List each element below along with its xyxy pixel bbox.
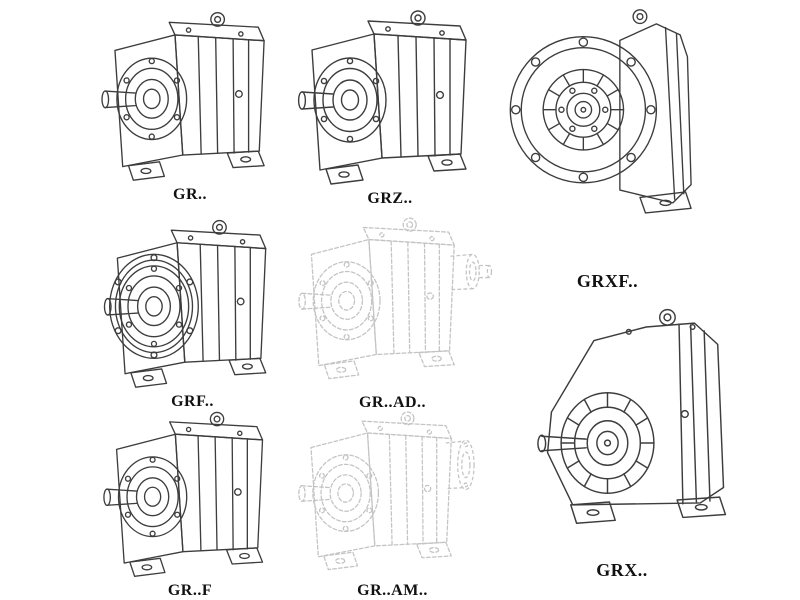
product-label-grxf: GRXF.. (576, 271, 639, 291)
gearbox-drawing-grf (95, 210, 290, 393)
product-gr-am: GR..AM.. (290, 402, 495, 600)
product-label-gr: GR.. (173, 186, 207, 203)
gearbox-drawing-gr-f (93, 402, 288, 582)
product-label-gr-am: GR..AM.. (357, 582, 428, 599)
helical-gearbox-input-adapter-icon (298, 218, 491, 378)
helical-gearbox-flange-front-view-icon (510, 10, 691, 213)
product-gr-ad: GR..AD.. (290, 208, 495, 412)
helical-gearbox-motor-adapter-icon (298, 412, 473, 570)
gearbox-drawing-gr-am (291, 402, 495, 578)
helical-gearbox-foot-mounted-icon (299, 11, 466, 184)
product-grz: GRZ.. (288, 0, 492, 208)
product-grxf: GRXF.. (500, 2, 715, 292)
product-label-grx: GRX.. (596, 560, 648, 580)
product-grf: GRF.. (90, 210, 295, 411)
helical-gearbox-flange-mounted-icon (104, 221, 265, 388)
product-label-gr-ad: GR..AD.. (358, 394, 427, 411)
product-label-gr-f: GR..F (167, 582, 213, 599)
gearbox-drawing-grz (290, 0, 490, 190)
gearbox-drawing-gr (93, 2, 288, 186)
product-gr-f: GR..F (88, 402, 292, 600)
product-grx: GRX.. (498, 298, 746, 581)
helical-gearbox-large-foot-mounted-icon (538, 310, 726, 524)
product-label-grf: GRF.. (171, 393, 214, 410)
gearbox-drawing-gr-ad (291, 208, 495, 386)
helical-gearbox-foot-mounted-icon (101, 13, 263, 181)
product-gr: GR.. (88, 2, 292, 204)
gearbox-drawing-grxf (503, 2, 713, 257)
gearbox-drawing-grx (501, 298, 743, 530)
helical-gearbox-foot-mounted-icon (103, 412, 262, 576)
product-label-grz: GRZ.. (367, 190, 413, 207)
